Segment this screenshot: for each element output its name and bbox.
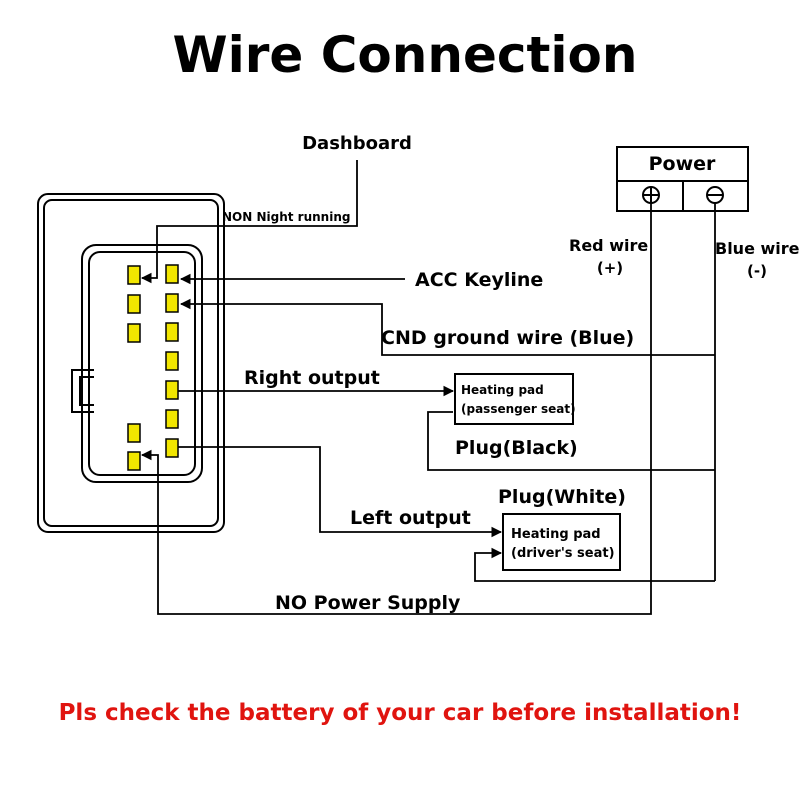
connector-pins xyxy=(127,264,179,471)
wire-driver-return xyxy=(474,547,715,582)
heating-pad-driver-box xyxy=(502,513,621,571)
power-box-label: Power xyxy=(649,153,716,175)
label-red-polarity: (+) xyxy=(597,259,623,277)
pin-left-1 xyxy=(127,265,141,285)
switch-connector xyxy=(37,193,225,533)
connector-latch-inner xyxy=(79,376,94,406)
label-plug-white: Plug(White) xyxy=(498,486,626,508)
connector-outer-shell xyxy=(37,193,225,533)
label-acc-keyline: ACC Keyline xyxy=(415,269,543,291)
wire-red-power-supply xyxy=(140,203,652,615)
heating-pad-passenger: Heating pad (passenger seat) xyxy=(454,373,576,425)
label-dashboard: Dashboard xyxy=(302,133,412,154)
pin-right-4 xyxy=(165,351,179,371)
page-title: Wire Connection xyxy=(172,26,637,84)
pin-right-6 xyxy=(165,409,179,429)
label-no-power-supply: NO Power Supply xyxy=(275,592,461,614)
heating-pad-passenger-box xyxy=(454,373,574,425)
label-blue-polarity: (-) xyxy=(747,262,767,280)
power-box-header xyxy=(616,146,749,182)
connector-socket-inner xyxy=(88,251,196,476)
wire-passenger-return xyxy=(427,411,715,471)
connector-socket xyxy=(81,244,203,483)
label-cnd-ground: CND ground wire (Blue) xyxy=(381,327,634,349)
label-red-wire: Red wire xyxy=(569,236,648,255)
heating-pad-driver-line2: (driver's seat) xyxy=(511,546,615,561)
pin-right-7 xyxy=(165,438,179,458)
connector-latch xyxy=(71,369,94,413)
warning-text: Pls check the battery of your car before… xyxy=(59,700,742,726)
pin-right-3 xyxy=(165,322,179,342)
wire-ground-blue xyxy=(179,298,715,356)
pin-left-5 xyxy=(127,451,141,471)
pin-left-2 xyxy=(127,294,141,314)
heating-pad-passenger-line1: Heating pad xyxy=(461,383,544,397)
power-box xyxy=(616,146,749,212)
label-right-output: Right output xyxy=(244,367,380,389)
label-left-output: Left output xyxy=(350,507,471,529)
heating-pad-passenger-line2: (passenger seat) xyxy=(461,402,576,416)
heating-pad-driver-line1: Heating pad xyxy=(511,527,601,542)
pin-left-4 xyxy=(127,423,141,443)
wire-night-running xyxy=(140,160,358,284)
pin-right-2 xyxy=(165,293,179,313)
connector-inner-shell xyxy=(43,199,219,527)
wire-left-output xyxy=(178,446,503,538)
pin-left-3 xyxy=(127,323,141,343)
label-plug-black: Plug(Black) xyxy=(455,437,578,459)
label-blue-wire: Blue wire xyxy=(715,239,800,258)
pin-right-5 xyxy=(165,380,179,400)
heating-pad-driver: Heating pad (driver's seat) xyxy=(502,513,621,571)
pin-right-1 xyxy=(165,264,179,284)
label-non-night-running: NON Night running xyxy=(222,210,350,224)
